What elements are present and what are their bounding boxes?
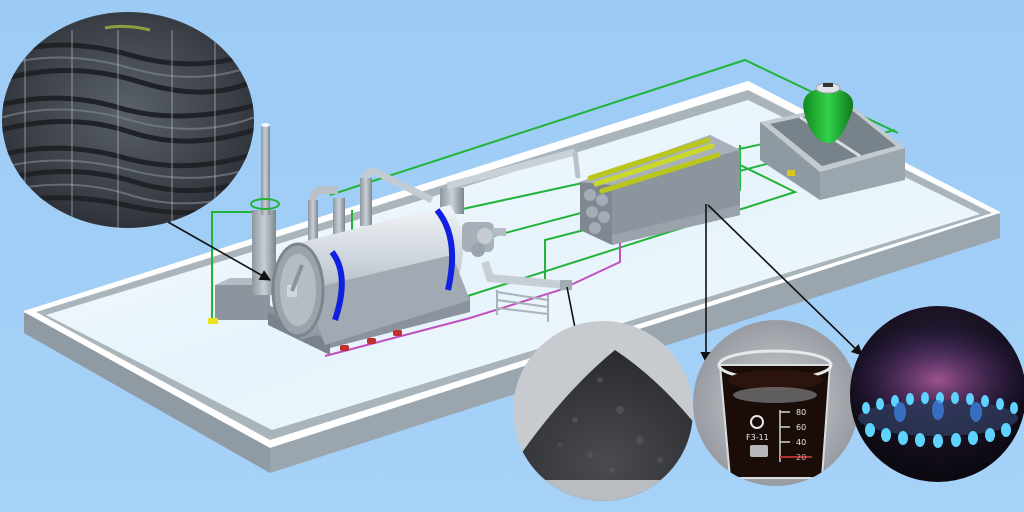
oil-gas-manifold xyxy=(462,222,506,257)
fuel-oil-beaker-photo: 80 60 40 20 F3-11 xyxy=(693,320,859,486)
beaker-mark-80: 80 xyxy=(796,408,806,417)
beaker-mark-40: 40 xyxy=(796,438,806,447)
carbon-black-discharge xyxy=(481,260,572,322)
valve xyxy=(208,318,218,324)
cooling-tower xyxy=(803,82,854,144)
beaker-brand-label: F3-11 xyxy=(746,433,769,442)
beaker-mark-20: 20 xyxy=(796,453,806,462)
beaker-mark-60: 60 xyxy=(796,423,806,432)
condenser xyxy=(580,135,740,245)
pyrolysis-reactor xyxy=(265,205,470,355)
carbon-black-photo xyxy=(513,321,693,501)
separator-pipes xyxy=(308,148,581,245)
gas-flame-photo xyxy=(850,306,1024,482)
